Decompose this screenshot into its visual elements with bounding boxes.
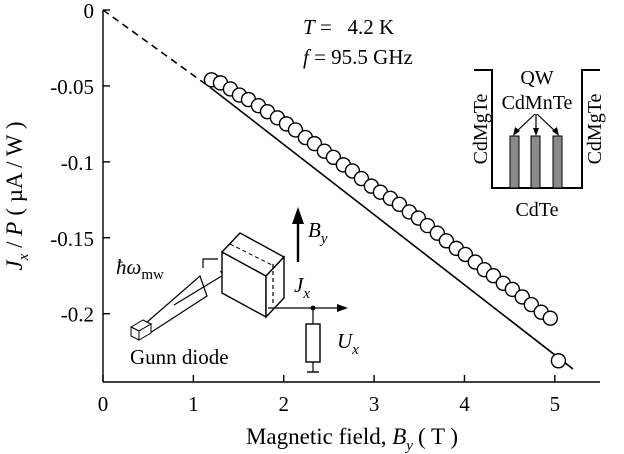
series-lines [102, 9, 574, 370]
voltage-label: Ux [337, 329, 359, 358]
x-tick-label-4: 4 [459, 392, 470, 416]
sample-side [265, 255, 285, 319]
y-axis-label: Jx / P( µA / W ) [2, 121, 32, 270]
cdmnte-label: CdMnTe [502, 92, 573, 114]
field-arrowhead [292, 207, 304, 224]
fit-line [210, 87, 574, 370]
x-tick-label-3: 3 [369, 392, 380, 416]
arrow-to-layer-3 [536, 113, 557, 133]
quantum-well-inset: QW CdMnTe CdTe CdMgTe CdMgTe [470, 67, 606, 221]
data-points [203, 72, 567, 369]
left-barrier-label: CdMgTe [470, 93, 492, 164]
arrowhead-1 [513, 127, 520, 136]
arrowhead-2 [533, 128, 539, 136]
x-tick-label-1: 1 [188, 392, 199, 416]
sample-edge-dashed-top [229, 243, 275, 267]
x-tick-label-5: 5 [550, 392, 561, 416]
qw-label: QW [520, 67, 553, 89]
x-axis-label: Magnetic field, By( T ) [246, 424, 458, 454]
y-tick-label-3: -0.15 [50, 227, 94, 251]
radiation-beam [173, 273, 226, 306]
y-tick-label-0: 0 [84, 0, 95, 23]
axis-ticks: 0 1 2 3 4 5 0 -0.05 -0.1 -0.15 -0.2 [50, 0, 560, 416]
gunn-diode-horn [145, 274, 208, 334]
current-arrowhead [337, 304, 348, 312]
data-point-36 [542, 310, 558, 326]
contact-symbol [202, 258, 218, 268]
x-tick-label-2: 2 [278, 392, 289, 416]
arrowhead-3 [552, 127, 559, 136]
setup-inset: ħωmw By Jx Ux Gunn diode [116, 207, 359, 373]
data-point-37 [550, 353, 567, 369]
x-tick-label-0: 0 [98, 392, 109, 416]
resistor [305, 323, 321, 363]
field-label: By [308, 218, 328, 247]
gunn-diode-body-side [138, 323, 152, 341]
gunn-diode-label: Gunn diode [130, 345, 229, 369]
extrapolation-line [102, 9, 212, 89]
y-tick-label-2: -0.1 [61, 151, 94, 175]
frequency-annotation: f = 95.5 GHz [303, 45, 413, 69]
right-barrier-label: CdMgTe [584, 93, 606, 164]
current-label: Jx [294, 273, 310, 302]
mn-layer-1 [509, 135, 520, 189]
mn-layer-2 [530, 135, 541, 189]
temperature-annotation: T = 4.2 K [303, 15, 394, 39]
cdte-label: CdTe [515, 199, 558, 221]
y-tick-label-4: -0.2 [61, 303, 94, 327]
arrow-to-layer-1 [515, 113, 536, 133]
mn-layer-3 [552, 135, 563, 189]
plot-area: 0 1 2 3 4 5 0 -0.05 -0.1 -0.15 -0.2 [50, 0, 600, 416]
y-tick-label-1: -0.05 [50, 75, 94, 99]
radiation-label: ħωmw [116, 255, 164, 283]
